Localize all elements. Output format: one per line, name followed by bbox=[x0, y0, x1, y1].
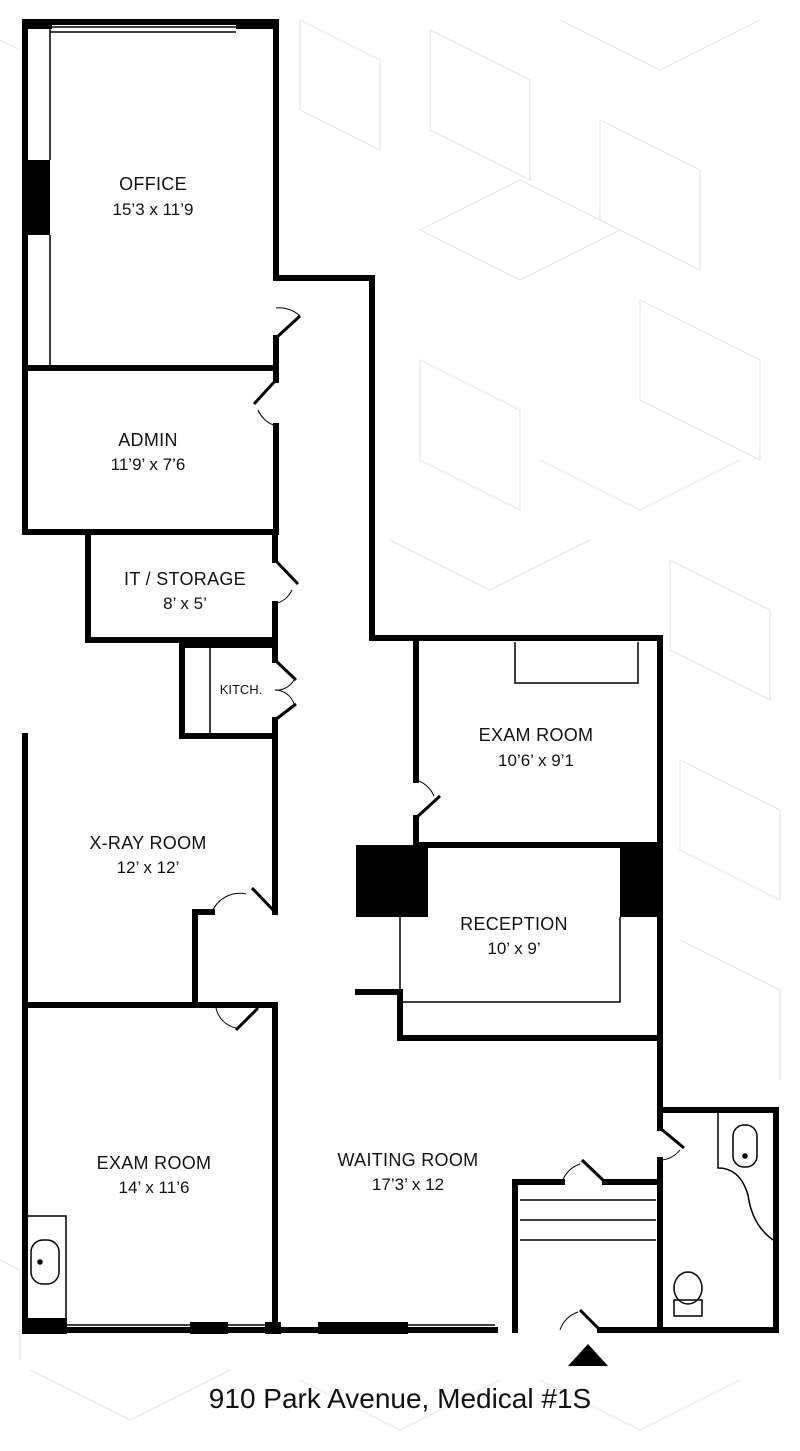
office-name: OFFICE bbox=[119, 174, 187, 194]
waiting-name: WAITING ROOM bbox=[338, 1150, 479, 1170]
waiting-dims: 17’3’ x 12 bbox=[372, 1175, 444, 1194]
exam-lower-name: EXAM ROOM bbox=[97, 1153, 212, 1173]
reception-name: RECEPTION bbox=[460, 914, 568, 934]
it-storage-dims: 8’ x 5’ bbox=[163, 594, 207, 613]
reception-dims: 10’ x 9’ bbox=[487, 939, 540, 958]
fixtures bbox=[28, 26, 774, 1331]
kitchen-name: KITCH. bbox=[220, 682, 263, 697]
sink-icon bbox=[732, 1124, 758, 1168]
xray-name: X-RAY ROOM bbox=[89, 833, 206, 853]
exam-upper-dims: 10’6’ x 9’1 bbox=[498, 751, 574, 770]
office-dims: 15’3 x 11’9 bbox=[113, 200, 194, 219]
exam-upper-name: EXAM ROOM bbox=[479, 725, 594, 745]
toilet-icon bbox=[673, 1271, 703, 1317]
wall-blocks bbox=[22, 19, 660, 1334]
it-storage-name: IT / STORAGE bbox=[124, 569, 246, 589]
walls bbox=[22, 19, 779, 1333]
sink-icon bbox=[30, 1239, 60, 1285]
background-pattern bbox=[0, 18, 781, 1431]
admin-name: ADMIN bbox=[118, 430, 178, 450]
entrance-arrow-icon bbox=[568, 1344, 608, 1366]
exam-lower-dims: 14’ x 11’6 bbox=[119, 1178, 190, 1197]
address-caption: 910 Park Avenue, Medical #1S bbox=[209, 1383, 591, 1414]
admin-dims: 11’9’ x 7’6 bbox=[111, 455, 186, 474]
plumbing-fixtures bbox=[30, 1124, 758, 1317]
doors bbox=[211, 307, 685, 1332]
room-labels: OFFICE 15’3 x 11’9 ADMIN 11’9’ x 7’6 IT … bbox=[89, 174, 593, 1197]
xray-dims: 12’ x 12’ bbox=[117, 858, 180, 877]
